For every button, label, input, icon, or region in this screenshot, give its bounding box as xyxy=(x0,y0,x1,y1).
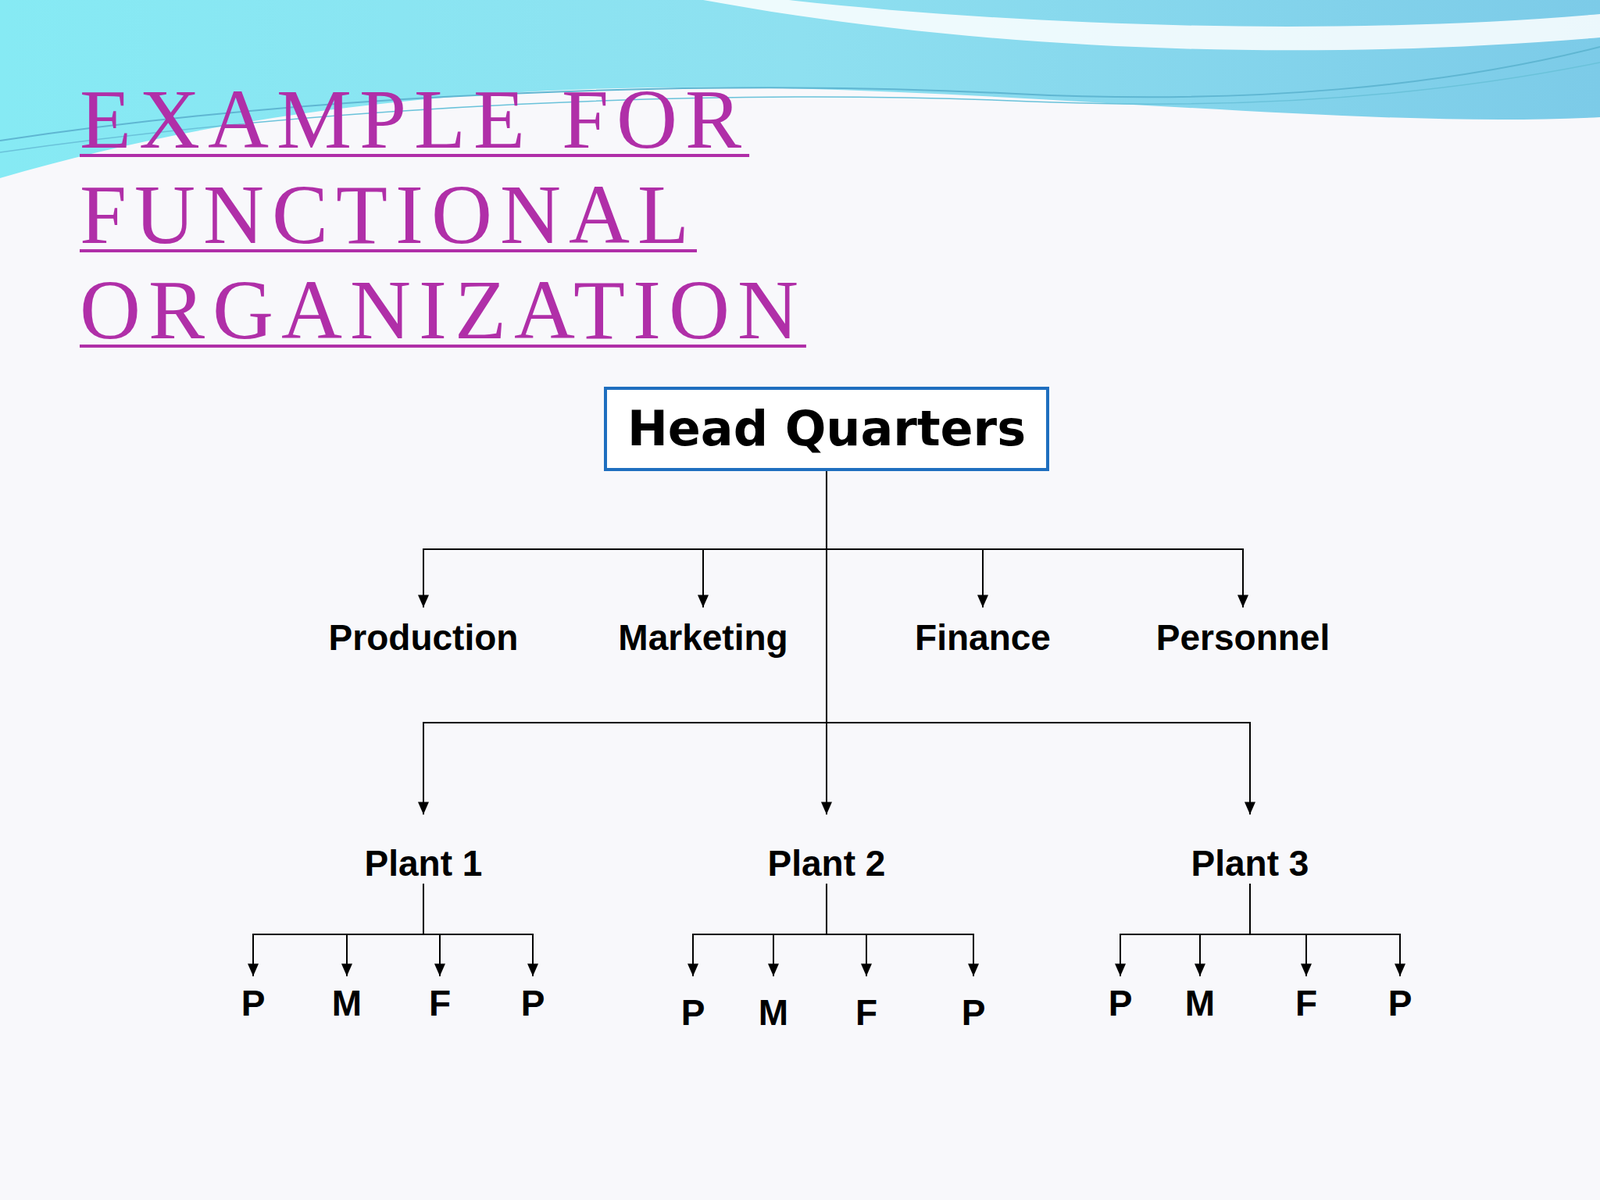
connector-line xyxy=(703,471,827,608)
connector xyxy=(423,883,446,976)
connector-line xyxy=(1250,883,1307,976)
department-letter: M xyxy=(1185,982,1215,1025)
department-letter: P xyxy=(1108,982,1133,1025)
node-text: M xyxy=(332,982,362,1025)
arrow-head xyxy=(697,595,709,608)
function-label: Personnel xyxy=(1156,617,1330,659)
node-text: F xyxy=(855,992,878,1034)
arrow-head xyxy=(417,802,429,815)
connector xyxy=(826,471,989,608)
connector-line xyxy=(826,471,1243,608)
node-text: M xyxy=(758,992,789,1034)
arrow-head xyxy=(821,802,833,815)
connector xyxy=(1250,883,1406,976)
arrow-head xyxy=(417,595,429,608)
plant-label: Plant 1 xyxy=(364,842,483,885)
connector-line xyxy=(826,883,867,976)
connector-line xyxy=(1250,883,1400,976)
department-letter: P xyxy=(961,992,986,1034)
arrow-head xyxy=(1237,595,1249,608)
node-text: P xyxy=(681,992,706,1034)
connector xyxy=(826,883,872,976)
node-text: F xyxy=(428,982,451,1025)
department-letter: P xyxy=(521,982,546,1025)
connector-line xyxy=(253,883,424,976)
connector-line xyxy=(423,883,533,976)
arrow-head xyxy=(687,964,699,977)
department-letter: M xyxy=(332,982,362,1025)
arrow-head xyxy=(767,964,779,977)
function-label: Marketing xyxy=(617,617,788,659)
connector xyxy=(417,471,827,608)
node-text: Production xyxy=(328,617,519,659)
node-text: M xyxy=(1185,982,1215,1025)
connector-line xyxy=(1120,883,1250,976)
hq-box: Head Quarters xyxy=(603,386,1050,471)
connector xyxy=(1194,883,1250,976)
department-letter: F xyxy=(855,992,878,1034)
department-letter: P xyxy=(681,992,706,1034)
connector xyxy=(826,471,1249,608)
connector-line xyxy=(1200,883,1250,976)
arrow-head xyxy=(1194,964,1206,977)
arrow-head xyxy=(247,964,259,977)
department-letter: M xyxy=(758,992,789,1034)
node-text: Plant 2 xyxy=(767,842,886,885)
connector xyxy=(687,883,827,976)
node-text: P xyxy=(1388,982,1413,1025)
connector xyxy=(423,883,539,976)
arrow-head xyxy=(1300,964,1312,977)
connector-line xyxy=(826,471,983,608)
connector xyxy=(1250,883,1312,976)
department-letter: F xyxy=(428,982,451,1025)
connector xyxy=(697,471,827,608)
node-text: P xyxy=(241,982,266,1025)
node-text: F xyxy=(1295,982,1318,1025)
connector xyxy=(826,883,979,976)
node-text: P xyxy=(961,992,986,1034)
connector-line xyxy=(773,883,827,976)
department-letter: F xyxy=(1295,982,1318,1025)
arrow-head xyxy=(977,595,989,608)
arrow-head xyxy=(967,964,979,977)
connector-line xyxy=(423,471,827,608)
node-text: Personnel xyxy=(1156,617,1330,659)
plant-label: Plant 3 xyxy=(1191,842,1310,885)
node-text: Marketing xyxy=(617,617,788,659)
node-text: Plant 3 xyxy=(1191,842,1310,885)
node-text: P xyxy=(1108,982,1133,1025)
node-text: Plant 1 xyxy=(364,842,483,885)
arrow-head xyxy=(434,964,446,977)
connector-line xyxy=(826,883,974,976)
title-heading: EXAMPLE FOR FUNCTIONAL ORGANIZATION xyxy=(79,71,1096,358)
node-text: Finance xyxy=(914,617,1051,659)
department-letter: P xyxy=(1388,982,1413,1025)
connector xyxy=(341,883,424,976)
connector-line xyxy=(692,883,827,976)
department-letter: P xyxy=(241,982,266,1025)
plant-label: Plant 2 xyxy=(767,842,886,885)
connector xyxy=(1114,883,1250,976)
function-label: Production xyxy=(328,617,519,659)
node-text: Head Quarters xyxy=(627,400,1026,457)
arrow-head xyxy=(1114,964,1126,977)
node-text: P xyxy=(521,982,546,1025)
arrow-head xyxy=(860,964,872,977)
arrow-head xyxy=(341,964,353,977)
connector-line xyxy=(346,883,424,976)
arrow-head xyxy=(527,964,539,977)
function-label: Finance xyxy=(914,617,1051,659)
connector-line xyxy=(423,883,440,976)
arrow-head xyxy=(1244,802,1256,815)
connector xyxy=(767,883,827,976)
connector xyxy=(247,883,424,976)
wave-swoosh xyxy=(703,0,1600,50)
arrow-head xyxy=(1394,964,1406,977)
